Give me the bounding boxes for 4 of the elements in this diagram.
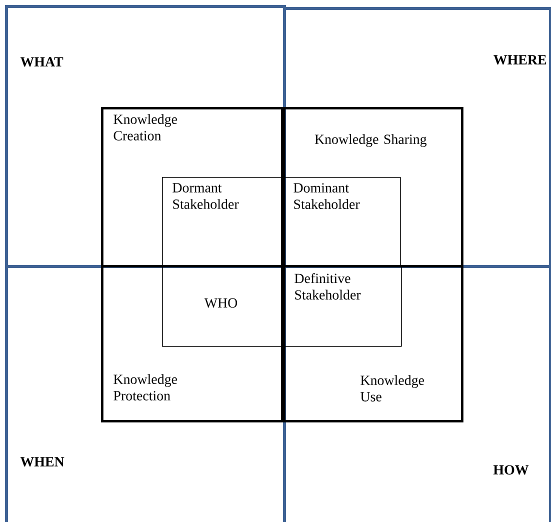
stakeholder-box: WHO <box>162 265 282 347</box>
stakeholder-box: Dominant Stakeholder <box>281 177 401 266</box>
stakeholder-box: Definitive Stakeholder <box>283 265 402 347</box>
stakeholder-box: Dormant Stakeholder <box>162 177 282 266</box>
